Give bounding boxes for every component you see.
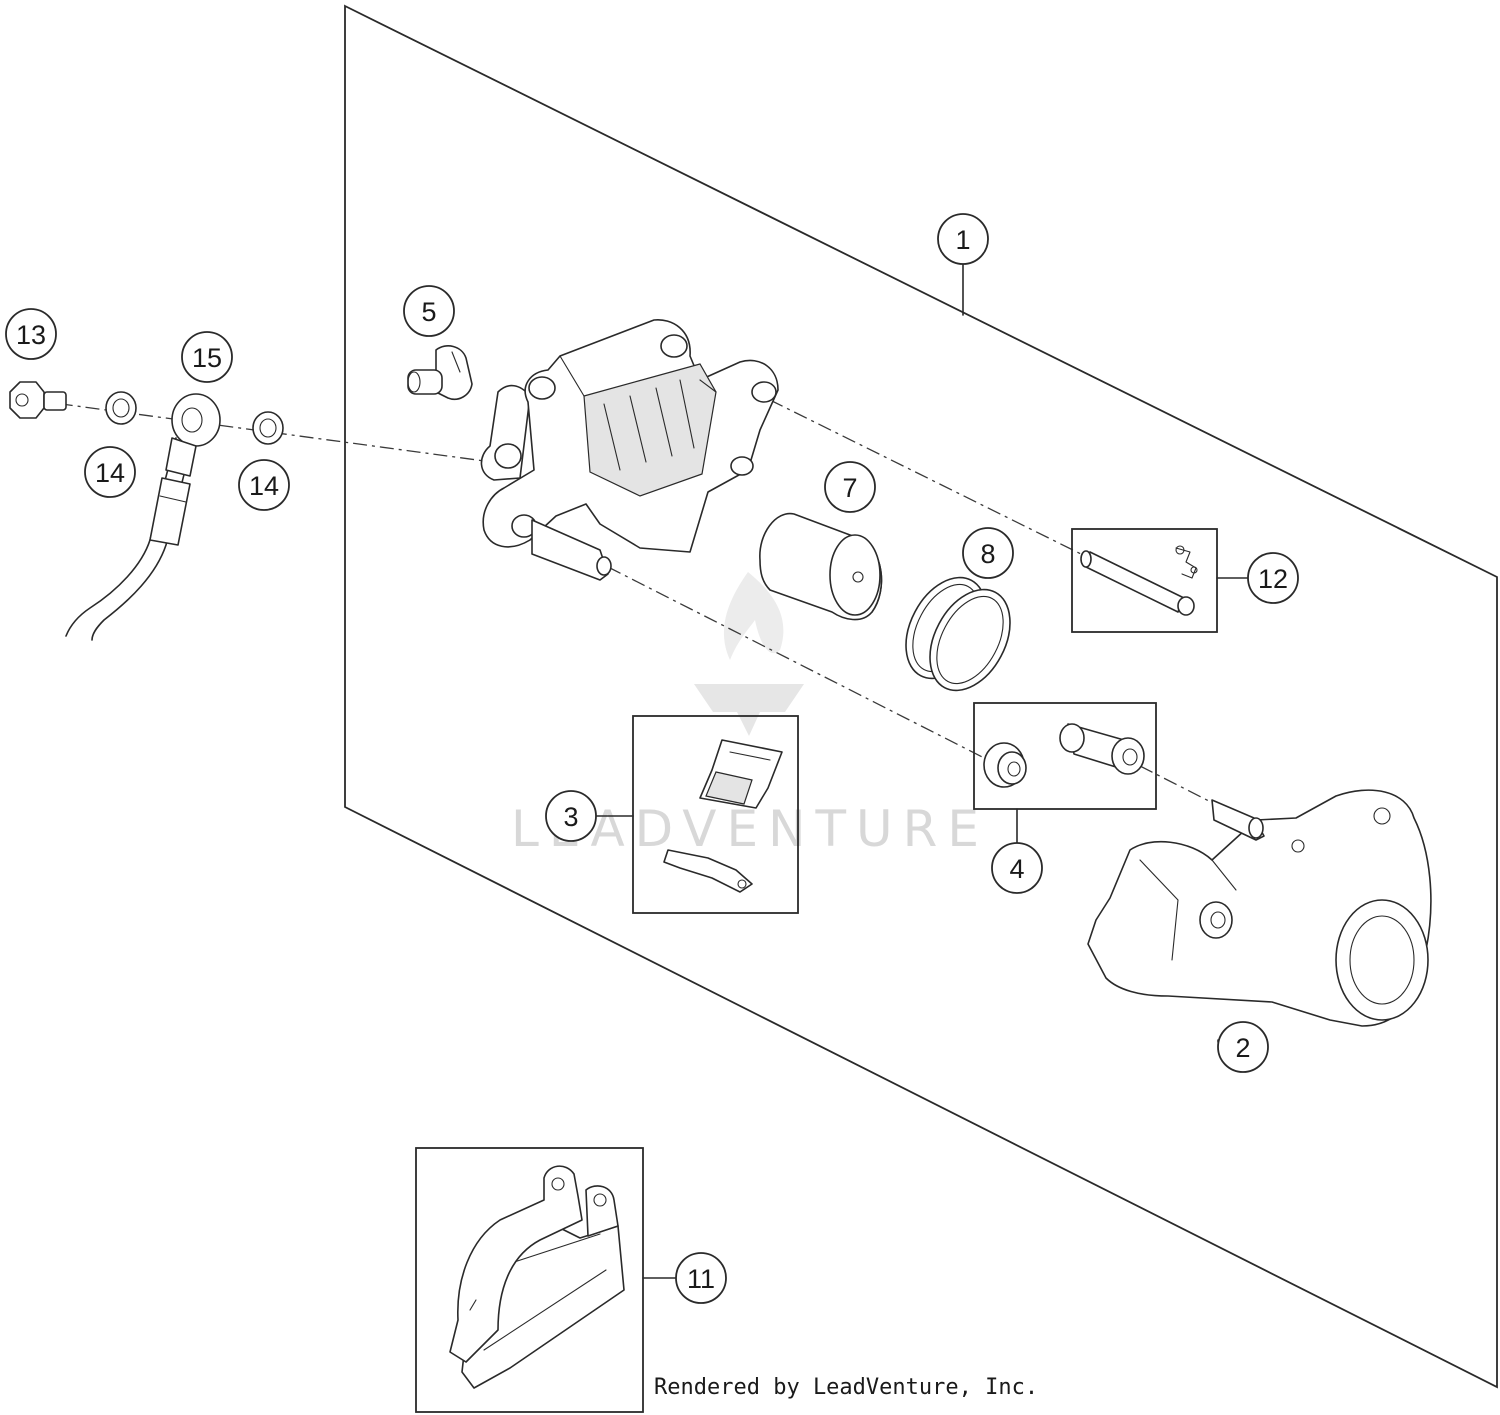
- callout-14-left[interactable]: 14: [84, 446, 136, 498]
- piston-seal-rings: [905, 576, 1011, 692]
- callout-1[interactable]: 1: [937, 213, 989, 265]
- callout-11-label: 11: [687, 1264, 715, 1294]
- callout-3-label: 3: [563, 802, 578, 832]
- brake-pad-rear: [449, 1165, 607, 1363]
- item-3-box: [632, 715, 799, 914]
- item-12-box: [1071, 528, 1218, 633]
- callout-12[interactable]: 12: [1247, 552, 1299, 604]
- sealing-ring-left: [105, 391, 137, 425]
- sealing-ring-right: [252, 411, 284, 445]
- slide-pin-boot: [983, 742, 1027, 788]
- callout-5[interactable]: 5: [403, 285, 455, 337]
- brake-caliper-housing: [480, 319, 779, 581]
- caliper-piston: [759, 512, 883, 621]
- pad-retainer-clip: [663, 849, 753, 893]
- caliper-carrier-bracket: [1087, 789, 1432, 1027]
- callout-5-label: 5: [421, 297, 436, 327]
- callout-14-right-label: 14: [249, 471, 279, 501]
- callout-14-left-label: 14: [95, 458, 125, 488]
- callout-12-label: 12: [1258, 564, 1288, 594]
- assembly-panel-outline: [344, 4, 1498, 1389]
- watermark-flame-icon: [723, 572, 784, 660]
- callout-7-label: 7: [842, 473, 857, 503]
- callout-14-right[interactable]: 14: [238, 459, 290, 511]
- banjo-bolt: [9, 381, 67, 419]
- callout-4-label: 4: [1009, 854, 1024, 884]
- watermark-v-logo-icon: [694, 684, 804, 736]
- retaining-clip: [1175, 545, 1198, 579]
- callout-1-label: 1: [955, 225, 970, 255]
- callout-11[interactable]: 11: [675, 1252, 727, 1304]
- callout-2[interactable]: 2: [1217, 1021, 1269, 1073]
- callout-13[interactable]: 13: [5, 308, 57, 360]
- callout-3[interactable]: 3: [545, 790, 597, 842]
- item-4-box: [973, 702, 1157, 810]
- callout-13-label: 13: [16, 320, 46, 350]
- item-11-box: [415, 1147, 644, 1413]
- callout-15[interactable]: 15: [181, 331, 233, 383]
- callout-8-label: 8: [980, 539, 995, 569]
- brake-line: [65, 393, 221, 641]
- render-credit: Rendered by LeadVenture, Inc.: [654, 1375, 1038, 1400]
- callout-4[interactable]: 4: [991, 842, 1043, 894]
- callout-2-label: 2: [1235, 1033, 1250, 1063]
- pad-spring: [699, 739, 783, 809]
- slide-pin-bushing: [1059, 723, 1145, 775]
- guide-pin: [1080, 550, 1195, 616]
- callout-8[interactable]: 8: [962, 527, 1014, 579]
- callout-15-label: 15: [192, 343, 222, 373]
- bleeder-valve: [407, 345, 473, 400]
- callout-7[interactable]: 7: [824, 461, 876, 513]
